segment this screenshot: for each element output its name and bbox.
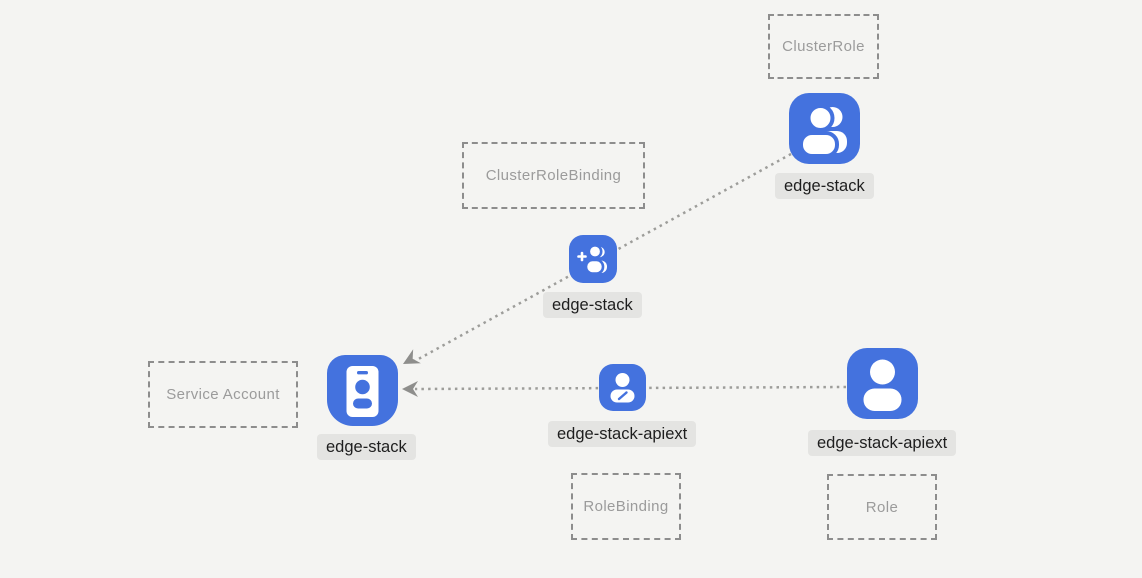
node-role-binding[interactable]	[599, 364, 646, 411]
box-cluster-role-binding-label: ClusterRoleBinding	[485, 167, 622, 184]
box-cluster-role-binding: ClusterRoleBinding	[462, 142, 645, 209]
node-role-label: edge-stack-apiext	[808, 430, 957, 456]
user-plus-icon	[577, 244, 607, 275]
node-cluster-role-binding-label: edge-stack	[543, 292, 642, 318]
box-role-binding: RoleBinding	[571, 473, 681, 540]
node-service-account[interactable]	[327, 355, 398, 426]
box-service-account: Service Account	[148, 361, 298, 428]
box-role-binding-label: RoleBinding	[583, 498, 669, 515]
node-service-account-label: edge-stack	[317, 434, 416, 460]
node-cluster-role-label: edge-stack	[775, 173, 874, 199]
node-role-binding-label: edge-stack-apiext	[548, 421, 697, 447]
user-icon	[863, 359, 902, 411]
box-role-label: Role	[865, 498, 899, 516]
arrowhead-role-edge	[402, 381, 418, 397]
node-role[interactable]	[847, 348, 918, 419]
users-icon	[799, 104, 847, 158]
box-role: Role	[827, 474, 937, 540]
box-cluster-role-label: ClusterRole	[782, 38, 865, 55]
arrowhead-clusterrole-edge	[403, 349, 421, 364]
node-cluster-role-binding[interactable]	[569, 235, 617, 283]
box-cluster-role: ClusterRole	[768, 14, 879, 79]
user-edit-icon	[610, 373, 635, 403]
box-service-account-label: Service Account	[166, 386, 280, 403]
node-cluster-role[interactable]	[789, 93, 860, 164]
id-badge-icon	[346, 366, 379, 417]
